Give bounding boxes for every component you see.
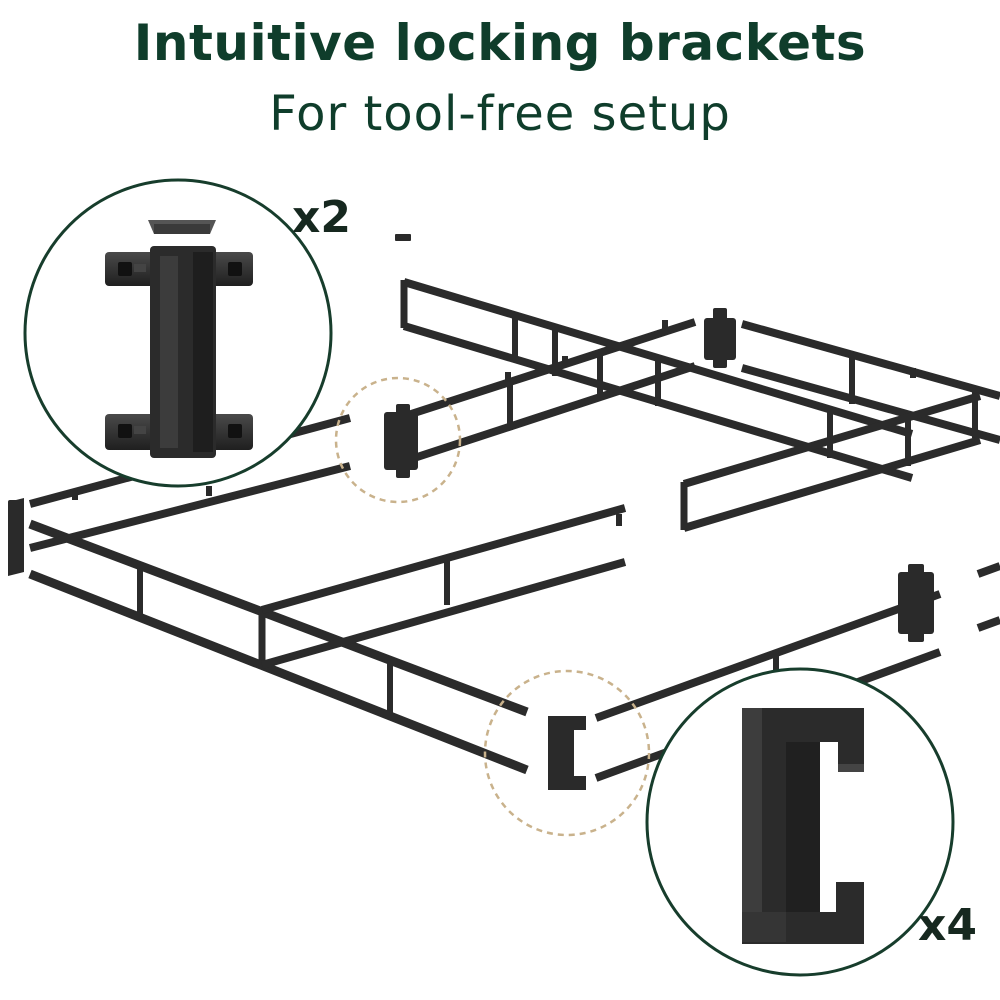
corner-bracket-callout xyxy=(645,667,955,977)
frame-rails xyxy=(28,278,1000,782)
front-left-rail xyxy=(28,504,627,775)
rear-bracket-small xyxy=(704,308,736,368)
right-mid-rail xyxy=(680,392,982,532)
center-bracket-small xyxy=(384,404,418,478)
corner-bracket-quantity: x4 xyxy=(918,900,977,951)
center-bracket-quantity: x2 xyxy=(292,192,351,243)
center-rail xyxy=(400,278,914,482)
center-bracket-icon xyxy=(105,220,253,458)
page-subtitle: For tool-free setup xyxy=(269,86,731,142)
dashed-highlight-rings xyxy=(334,376,651,837)
page-title: Intuitive locking brackets xyxy=(133,14,867,72)
corner-bracket-small xyxy=(548,716,586,790)
right-bracket-small xyxy=(898,564,934,642)
center-bracket-callout xyxy=(23,178,333,488)
frame-brackets xyxy=(8,234,934,790)
corner-bracket-icon xyxy=(742,708,864,944)
